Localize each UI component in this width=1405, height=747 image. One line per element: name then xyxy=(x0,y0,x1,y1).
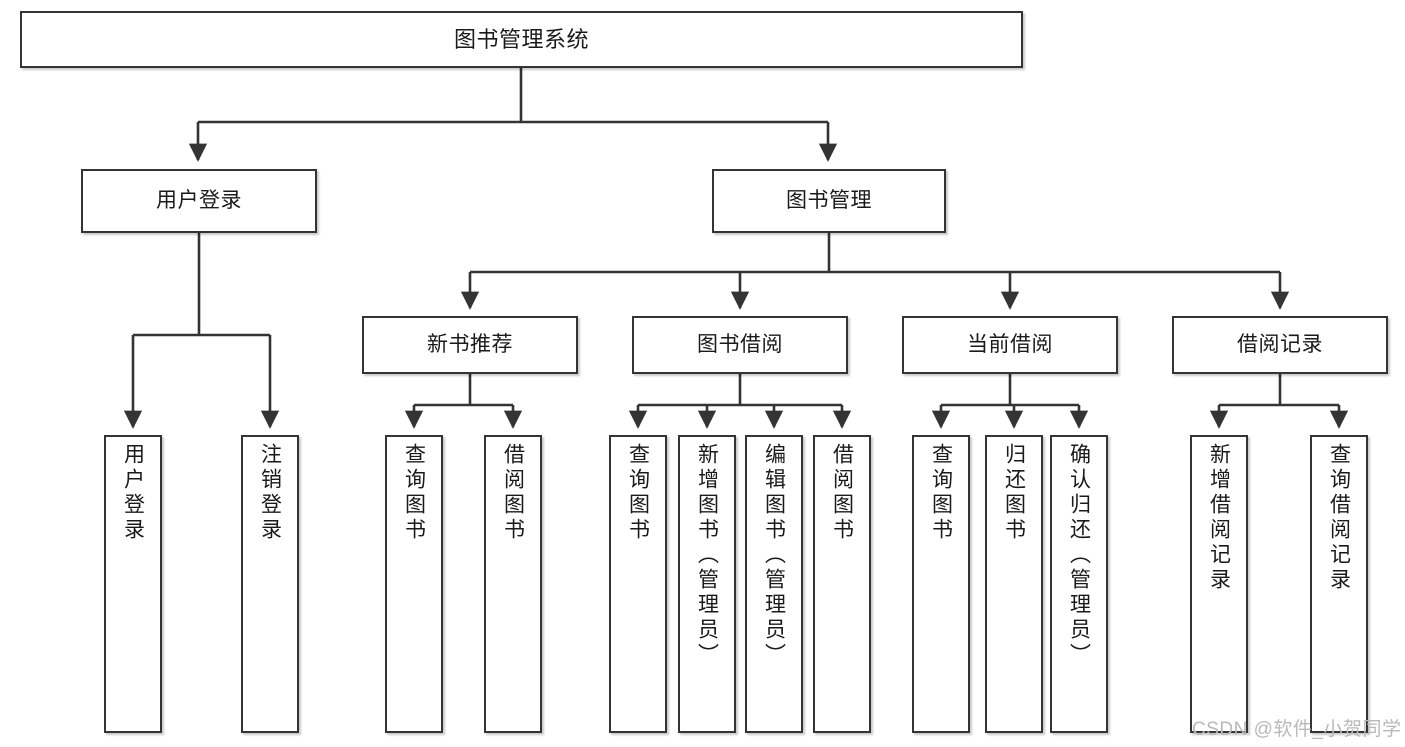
node-leaf-edit-book-admin[interactable]: 编辑图书（管理员） xyxy=(745,435,803,733)
node-level3-new-book-recommend-label: 新书推荐 xyxy=(427,332,513,356)
node-leaf-user-login[interactable]: 用户登录 xyxy=(104,435,162,733)
node-leaf-borrow-book[interactable]: 借阅图书 xyxy=(813,435,871,733)
node-level3-current-borrow[interactable]: 当前借阅 xyxy=(902,316,1118,374)
node-level3-borrow-record-label: 借阅记录 xyxy=(1237,332,1323,356)
node-leaf-borrow-book-label: 借阅图书 xyxy=(830,443,854,543)
node-leaf-query-book-label: 查询图书 xyxy=(626,443,650,543)
node-leaf-user-login-label: 用户登录 xyxy=(121,443,145,543)
node-level3-borrow-record[interactable]: 借阅记录 xyxy=(1172,316,1388,374)
node-level2-book-management[interactable]: 图书管理 xyxy=(712,169,946,233)
node-root-label: 图书管理系统 xyxy=(453,26,589,52)
node-level3-current-borrow-label: 当前借阅 xyxy=(967,332,1053,356)
node-level2-user-login-label: 用户登录 xyxy=(156,188,242,212)
node-leaf-logout-label: 注销登录 xyxy=(258,443,282,543)
node-leaf-query-book-recommend-label: 查询图书 xyxy=(402,443,426,543)
node-leaf-add-borrow-record-label: 新增借阅记录 xyxy=(1207,443,1231,593)
node-leaf-confirm-return-admin[interactable]: 确认归还（管理员） xyxy=(1050,435,1108,733)
node-leaf-edit-book-admin-label: 编辑图书（管理员） xyxy=(762,443,786,668)
node-level3-book-borrow-label: 图书借阅 xyxy=(697,332,783,356)
node-root[interactable]: 图书管理系统 xyxy=(20,11,1023,68)
node-leaf-borrow-book-recommend[interactable]: 借阅图书 xyxy=(484,435,542,733)
node-leaf-add-borrow-record[interactable]: 新增借阅记录 xyxy=(1190,435,1248,733)
node-leaf-query-book-current-label: 查询图书 xyxy=(929,443,953,543)
node-leaf-return-book[interactable]: 归还图书 xyxy=(985,435,1043,733)
node-level2-user-login[interactable]: 用户登录 xyxy=(81,169,317,233)
node-leaf-query-borrow-record[interactable]: 查询借阅记录 xyxy=(1310,435,1368,733)
node-leaf-add-book-admin[interactable]: 新增图书（管理员） xyxy=(678,435,736,733)
node-level3-new-book-recommend[interactable]: 新书推荐 xyxy=(362,316,578,374)
node-leaf-borrow-book-recommend-label: 借阅图书 xyxy=(501,443,525,543)
node-level3-book-borrow[interactable]: 图书借阅 xyxy=(632,316,848,374)
node-leaf-return-book-label: 归还图书 xyxy=(1002,443,1026,543)
node-leaf-add-book-admin-label: 新增图书（管理员） xyxy=(695,443,719,668)
node-leaf-logout[interactable]: 注销登录 xyxy=(241,435,299,733)
node-leaf-query-borrow-record-label: 查询借阅记录 xyxy=(1327,443,1351,593)
node-leaf-query-book-recommend[interactable]: 查询图书 xyxy=(385,435,443,733)
node-leaf-query-book[interactable]: 查询图书 xyxy=(609,435,667,733)
node-level2-book-management-label: 图书管理 xyxy=(786,188,872,212)
node-leaf-confirm-return-admin-label: 确认归还（管理员） xyxy=(1067,443,1091,668)
csdn-watermark: CSDN @软件_小贺同学 xyxy=(1192,719,1402,740)
node-leaf-query-book-current[interactable]: 查询图书 xyxy=(912,435,970,733)
